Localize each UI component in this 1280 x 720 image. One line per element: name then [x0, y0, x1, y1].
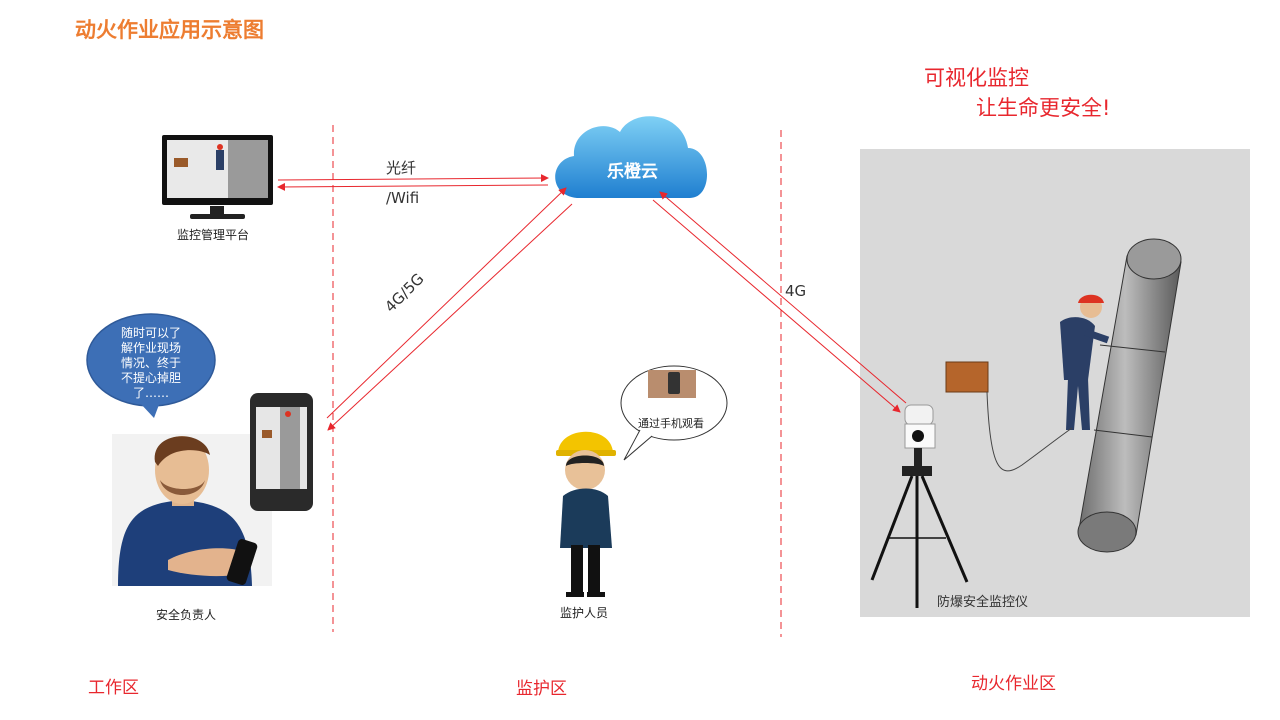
- manager-speech-line: 解作业现场: [120, 341, 181, 355]
- safety-manager-figure: [112, 434, 272, 586]
- hot-work-area-panel: [860, 149, 1250, 617]
- guard-label: 监护人员: [560, 606, 609, 620]
- cloud-label: 乐橙云: [607, 162, 658, 182]
- link-label-wifi: /Wifi: [386, 189, 420, 207]
- phone-icon: [250, 393, 313, 511]
- slogan-line-2: 让生命更安全!: [976, 96, 1111, 120]
- cloud-icon: [555, 116, 708, 198]
- guard-thought-bubble: [620, 365, 728, 461]
- monitor-device-label: 防爆安全监控仪: [937, 595, 1029, 610]
- manager-speech-line: 随时可以了: [120, 326, 181, 340]
- manager-speech-line: 了……: [132, 386, 169, 400]
- manager-speech-line: 不提心掉胆: [120, 371, 181, 385]
- manager-speech-text: 随时可以了 解作业现场 情况、终于 不提心掉胆 了……: [105, 326, 197, 401]
- guard-thought-text: 通过手机观看: [638, 417, 704, 430]
- manager-speech-line: 情况、终于: [120, 356, 181, 370]
- monitor-icon: [162, 135, 273, 219]
- safety-manager-label: 安全负责人: [156, 608, 217, 622]
- guard-figure: [556, 431, 616, 597]
- platform-label: 监控管理平台: [177, 228, 250, 242]
- monitor-device-icon: [870, 404, 969, 608]
- page-title: 动火作业应用示意图: [75, 18, 264, 42]
- link-label-fiber: 光纤: [386, 159, 417, 177]
- zone-label-work: 工作区: [88, 678, 139, 698]
- link-label-4g: 4G: [785, 282, 807, 300]
- zone-label-guard: 监护区: [516, 679, 567, 699]
- zone-label-hot-work: 动火作业区: [971, 674, 1056, 694]
- welder-figure: [1060, 294, 1110, 430]
- toolbox-icon: [945, 361, 989, 393]
- manager-speech-bubble: [86, 313, 216, 418]
- slogan-line-1: 可视化监控: [924, 66, 1029, 90]
- pipe-icon: [1077, 238, 1182, 553]
